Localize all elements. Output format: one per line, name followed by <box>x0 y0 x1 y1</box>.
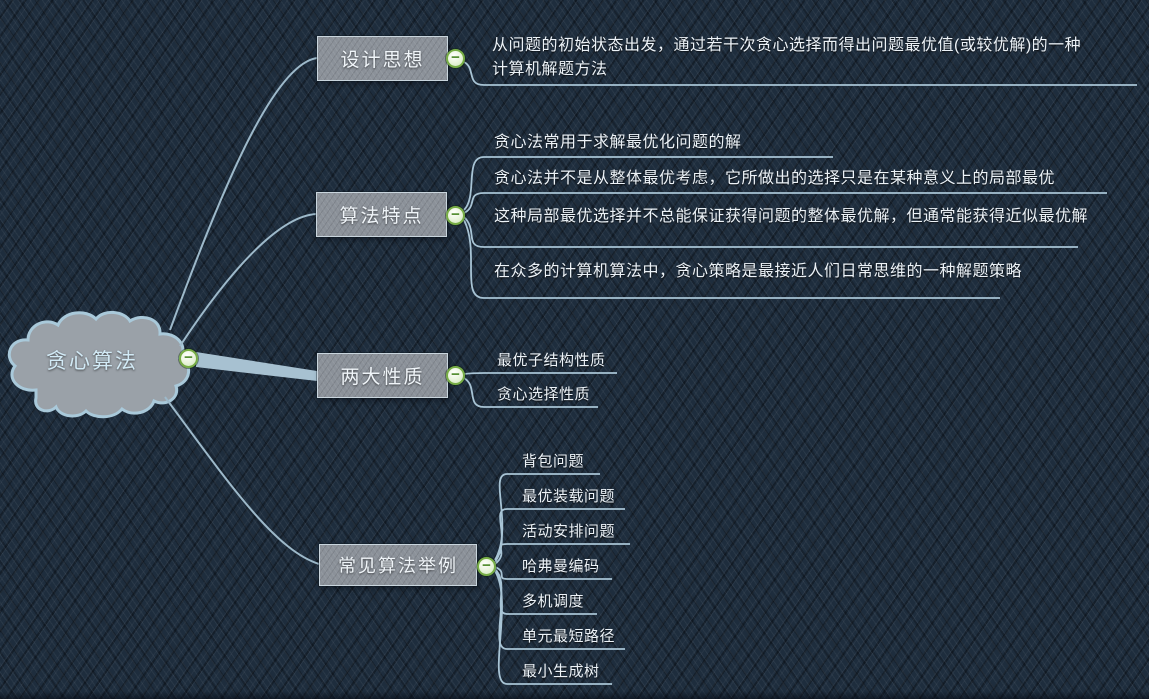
leaf-example-single-source-shortest-path[interactable]: 单元最短路径 <box>522 628 616 645</box>
leaf-example-minimum-spanning-tree[interactable]: 最小生成树 <box>522 663 600 680</box>
minus-icon: − <box>451 366 460 383</box>
connector-leaf-examples-4 <box>494 566 612 580</box>
leaf-property-greedy-choice[interactable]: 贪心选择性质 <box>497 386 591 403</box>
topic-two-properties[interactable]: 两大性质 <box>317 353 448 398</box>
connector-leaf-features-2 <box>463 192 1107 214</box>
connector-root-properties <box>196 352 317 381</box>
collapse-button-design[interactable]: − <box>446 49 465 68</box>
connector-leaf-features-4 <box>463 219 1000 299</box>
leaf-feature-2[interactable]: 贪心法并不是从整体最优考虑，它所做出的选择只是在某种意义上的局部最优 <box>494 170 1056 187</box>
connector-leaf-examples-3 <box>494 543 630 565</box>
leaf-design-definition[interactable]: 从问题的初始状态出发，通过若干次贪心选择而得出问题最优值(或较优解)的一种 计算… <box>492 37 1082 78</box>
leaf-example-activity-scheduling[interactable]: 活动安排问题 <box>522 523 616 540</box>
collapse-button-features[interactable]: − <box>446 206 465 225</box>
connector-leaf-examples-7 <box>494 570 612 685</box>
leaf-example-huffman-coding[interactable]: 哈弗曼编码 <box>522 558 600 575</box>
leaf-feature-3[interactable]: 这种局部最优选择并不总能保证获得问题的整体最优解，但通常能获得近似最优解 <box>494 208 1089 225</box>
root-topic-label[interactable]: 贪心算法 <box>46 350 138 373</box>
connector-leaf-properties-1 <box>463 372 617 375</box>
connector-leaf-design-1 <box>463 61 1137 86</box>
connector-root-features <box>179 213 317 347</box>
leaf-feature-1[interactable]: 贪心法常用于求解最优化问题的解 <box>494 134 742 151</box>
leaf-example-knapsack[interactable]: 背包问题 <box>522 453 585 470</box>
root-cloud-shape[interactable] <box>7 311 190 419</box>
collapse-button-properties[interactable]: − <box>446 366 465 385</box>
connector-root-examples <box>164 396 320 565</box>
leaf-property-optimal-substructure[interactable]: 最优子结构性质 <box>497 352 606 369</box>
bottom-edge-shade <box>0 691 1149 699</box>
minus-icon: − <box>451 206 460 223</box>
topic-common-examples[interactable]: 常见算法举例 <box>319 544 477 586</box>
connector-leaf-examples-2 <box>494 508 625 563</box>
collapse-button-examples[interactable]: − <box>477 557 496 576</box>
leaf-feature-4[interactable]: 在众多的计算机算法中，贪心策略是最接近人们日常思维的一种解题策略 <box>494 263 1023 280</box>
connector-leaf-features-1 <box>463 156 833 211</box>
connector-leaf-features-3 <box>463 216 1078 248</box>
collapse-button-root[interactable]: − <box>179 349 198 368</box>
minus-icon: − <box>451 49 460 66</box>
leaf-example-multi-machine-scheduling[interactable]: 多机调度 <box>522 593 585 610</box>
connector-leaf-properties-2 <box>463 377 598 408</box>
topic-algorithm-features[interactable]: 算法特点 <box>316 192 447 237</box>
topic-design-idea[interactable]: 设计思想 <box>317 36 448 81</box>
connector-root-design <box>169 57 318 331</box>
leaf-example-optimal-loading[interactable]: 最优装载问题 <box>522 488 616 505</box>
minus-icon: − <box>184 349 193 366</box>
minus-icon: − <box>482 557 491 574</box>
